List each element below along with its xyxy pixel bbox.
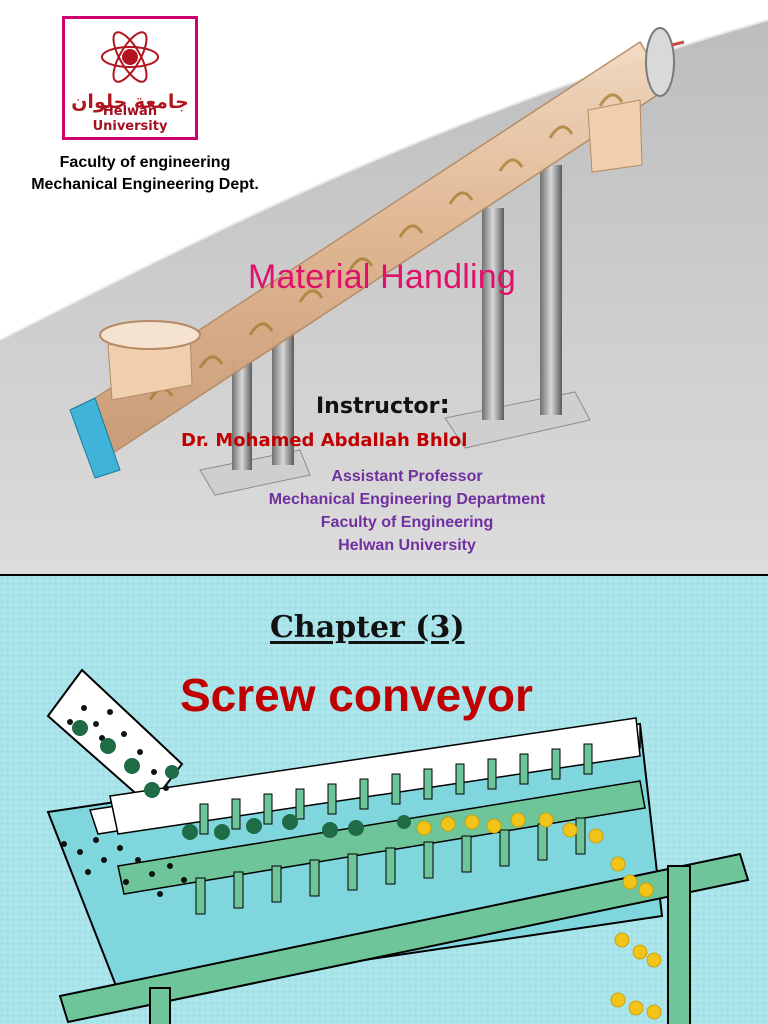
- chapter-slide: Chapter (3) Screw conveyor: [0, 574, 768, 1024]
- instructor-heading: Instructor:: [316, 390, 450, 420]
- logo-university-name: Helwan University: [92, 104, 168, 134]
- faculty-text: Faculty of engineering: [59, 154, 231, 171]
- logo-arabic-text: جامعة حلوان: [71, 91, 189, 113]
- position-text: Assistant Professor: [331, 468, 483, 485]
- screw-conveyor-render: [0, 19, 768, 574]
- instructor-colon: :: [439, 390, 450, 420]
- instructor-name: Dr. Mohamed Abdallah Bhlol: [181, 430, 468, 451]
- instructor-label: Instructor: [316, 394, 440, 419]
- university-logo: جامعة حلوان Helwan University: [62, 16, 198, 140]
- affiliation-university: Helwan University: [338, 537, 476, 554]
- chapter-title: Screw conveyor: [180, 669, 533, 721]
- atom-emblem-icon: [101, 31, 159, 83]
- affiliation-department: Mechanical Engineering Department: [268, 491, 546, 508]
- chapter-heading: Chapter (3): [270, 610, 465, 645]
- title-slide: جامعة حلوان Helwan University Faculty of…: [0, 16, 768, 574]
- screw-conveyor-diagram: [0, 576, 768, 1024]
- course-title: Material Handling: [248, 258, 516, 296]
- department-text: Mechanical Engineering Dept.: [31, 176, 259, 193]
- affiliation-faculty: Faculty of Engineering: [320, 514, 494, 531]
